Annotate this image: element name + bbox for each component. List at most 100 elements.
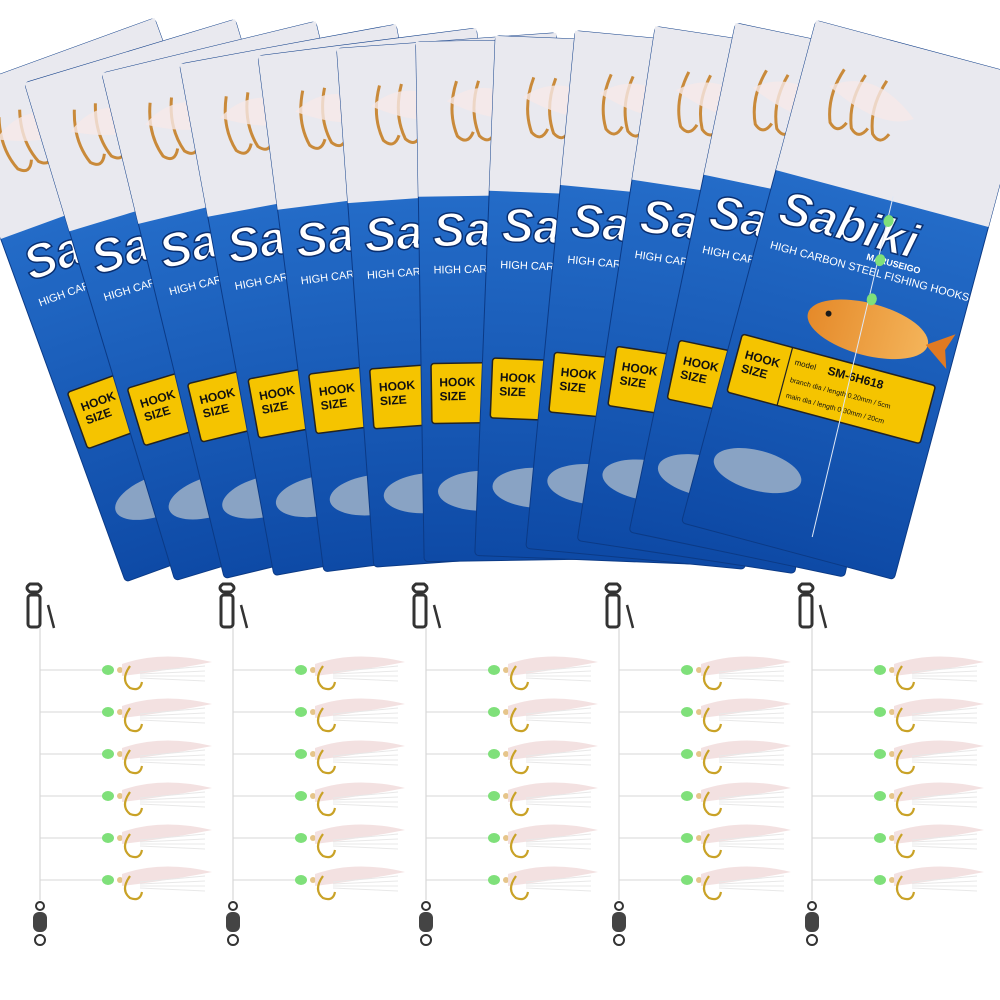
barrel-swivel-icon	[805, 912, 819, 932]
rig-hook-icon	[509, 791, 530, 817]
rig-hook-icon	[509, 665, 530, 691]
snap-clip-icon	[218, 582, 236, 594]
rig-hook	[426, 866, 598, 901]
rig-feather-strand	[332, 803, 399, 808]
rig-feather-strand	[525, 791, 592, 799]
snap-clip-icon	[797, 582, 815, 594]
rig-feather-strand	[332, 761, 399, 766]
rig-feather-strand	[718, 677, 785, 682]
rig-bead-icon	[874, 833, 886, 843]
rig-hook-icon	[895, 875, 916, 901]
snap-clip-icon	[25, 582, 43, 594]
rig-feather-strand	[332, 712, 399, 717]
swivel-ring-icon	[228, 901, 238, 911]
rig-hook-icon	[702, 665, 723, 691]
rig-hook	[40, 740, 212, 775]
rig-hook	[426, 782, 598, 817]
rig-bead-icon	[488, 665, 500, 675]
rig-hook-icon	[123, 791, 144, 817]
snap-arm-icon	[239, 604, 249, 629]
hook-size-label: SIZE	[740, 361, 769, 381]
rig-feather-strand	[139, 670, 206, 675]
rig-feather-strand	[718, 749, 785, 757]
rig-feather-strand	[332, 665, 399, 673]
rig-small-bead-icon	[117, 667, 123, 673]
rig-bead-icon	[295, 707, 307, 717]
rig-hook	[812, 740, 984, 775]
rig-small-bead-icon	[696, 835, 702, 841]
rig-feather-strand	[332, 833, 399, 841]
rig-feather-strand	[911, 838, 978, 843]
hook-size-label: SIZE	[439, 389, 466, 403]
rig-bead-icon	[874, 791, 886, 801]
rig-bead-icon	[102, 707, 114, 717]
rig-hook	[233, 782, 405, 817]
package-fish-tail-icon	[925, 334, 956, 369]
rig-feather-strand	[911, 761, 978, 766]
rig-small-bead-icon	[503, 667, 509, 673]
rig-hook-icon	[509, 749, 530, 775]
rig-feather-strand	[525, 833, 592, 841]
rig-small-bead-icon	[889, 709, 895, 715]
rig-bead-icon	[102, 875, 114, 885]
rig-feather-strand	[139, 796, 206, 801]
rig-feather-strand	[332, 791, 399, 799]
rig-small-bead-icon	[310, 835, 316, 841]
rig-hook	[233, 656, 405, 691]
hook-size-label: HOOK	[500, 370, 537, 385]
rig-feather-strand	[718, 670, 785, 675]
rig-bead-icon	[488, 833, 500, 843]
rig-hook-icon	[509, 707, 530, 733]
rig-feather-strand	[525, 887, 592, 892]
barrel-swivel-icon	[33, 912, 47, 932]
rig-feather-strand	[139, 875, 206, 883]
rig-hook-icon	[123, 707, 144, 733]
snap-clip-icon	[411, 582, 429, 594]
rig-feather-strand	[139, 791, 206, 799]
hook-size-label: SIZE	[380, 392, 408, 408]
hook-size-label: SIZE	[679, 367, 708, 386]
rig-bead-icon	[102, 791, 114, 801]
rig-hook	[619, 782, 791, 817]
rig-feather-strand	[718, 665, 785, 673]
rig-feather-strand	[525, 754, 592, 759]
rig-bead-icon	[295, 791, 307, 801]
rig-feather-strand	[718, 845, 785, 850]
rig-small-bead-icon	[889, 793, 895, 799]
rig-bead-icon	[874, 665, 886, 675]
rig-feather-strand	[718, 887, 785, 892]
hook-size-label: SIZE	[619, 373, 647, 391]
sabiki-rig	[218, 582, 405, 946]
rig-feather-strand	[139, 712, 206, 717]
snap-arm-icon	[432, 604, 442, 629]
rig-bead-icon	[874, 707, 886, 717]
rig-feather-strand	[332, 707, 399, 715]
rig-feather-strand	[718, 796, 785, 801]
rig-feather-strand	[911, 880, 978, 885]
rig-small-bead-icon	[696, 667, 702, 673]
hook-size-label: SIZE	[201, 401, 230, 421]
rig-hook-icon	[895, 791, 916, 817]
sabiki-rig	[25, 582, 212, 946]
rig-feather-strand	[911, 670, 978, 675]
rig-feather-strand	[718, 719, 785, 724]
rig-hook-icon	[123, 665, 144, 691]
rig-hook	[233, 824, 405, 859]
rig-bead-icon	[102, 665, 114, 675]
rig-bead-icon	[295, 749, 307, 759]
package-fish-eye-icon	[825, 310, 832, 317]
rig-feather-strand	[718, 754, 785, 759]
rig-feather-strand	[718, 712, 785, 717]
hook-size-label: HOOK	[560, 365, 598, 382]
rig-hook-icon	[316, 665, 337, 691]
rig-feather-strand	[718, 707, 785, 715]
rig-small-bead-icon	[503, 877, 509, 883]
rig-bead-icon	[102, 749, 114, 759]
rig-hook	[619, 740, 791, 775]
swivel-ring-icon	[614, 901, 624, 911]
rig-feather-strand	[525, 707, 592, 715]
rig-feather-strand	[525, 796, 592, 801]
rig-feather-strand	[332, 887, 399, 892]
